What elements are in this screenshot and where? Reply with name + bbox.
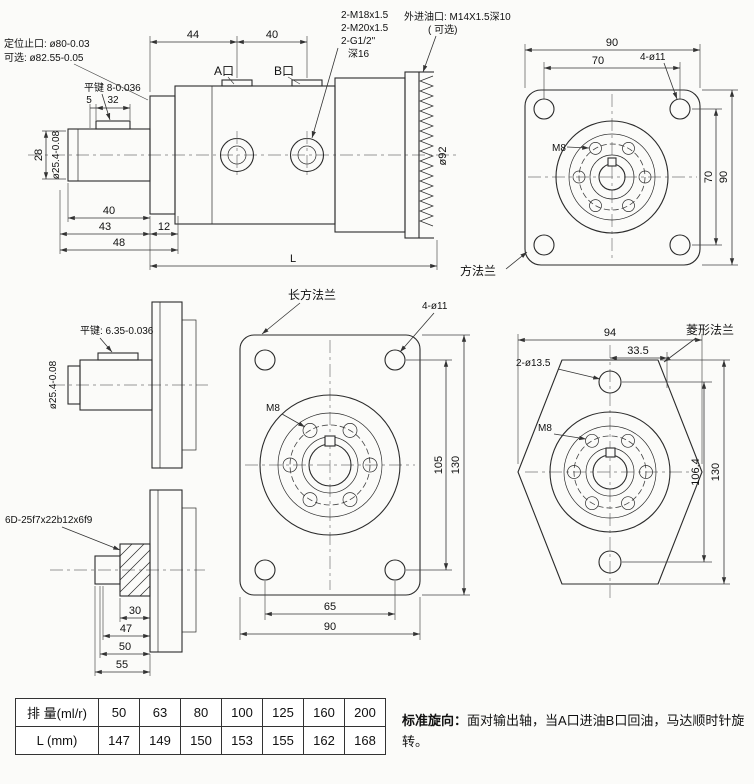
dim-47: 47 bbox=[120, 623, 132, 635]
keyway bbox=[607, 157, 617, 167]
dim-43: 43 bbox=[99, 221, 111, 233]
thread-callout-2: 2-M20x1.5 bbox=[341, 23, 389, 34]
thread-callout-3: 2-G1/2" bbox=[341, 36, 376, 47]
dim-30: 30 bbox=[129, 605, 141, 617]
table-cell: 160 bbox=[303, 698, 345, 727]
shaft-dia-label-2: ø25.4-0.08 bbox=[48, 360, 59, 409]
rear-port-plate bbox=[404, 71, 434, 239]
displacement-table: 排 量(ml/r) 50 63 80 100 125 160 200 L (mm… bbox=[15, 698, 386, 755]
body-dia-label: ø92 bbox=[437, 147, 449, 166]
dim-70-right: 70 bbox=[703, 171, 715, 183]
bolt-callout: M8 bbox=[552, 143, 566, 154]
corner-holes-callout-rect: 4-ø11 bbox=[422, 301, 448, 312]
corner-holes-callout: 4-ø11 bbox=[640, 52, 666, 63]
table-cell: 153 bbox=[221, 726, 263, 755]
dim-L: L bbox=[290, 253, 296, 265]
square-flange-outline bbox=[524, 89, 701, 266]
dim-130-diamond: 130 bbox=[710, 463, 722, 481]
square-flange-label: 方法兰 bbox=[460, 263, 496, 278]
table-cell: 168 bbox=[344, 726, 386, 755]
table-cell: 162 bbox=[303, 726, 345, 755]
thread-callout-1: 2-M18x1.5 bbox=[341, 10, 389, 21]
spline-shaft-view: 6D-25f7x22b12x6f9 30 47 50 55 bbox=[5, 489, 205, 676]
table-cell: 125 bbox=[262, 698, 304, 727]
dim-70-top: 70 bbox=[592, 55, 604, 67]
dim-94: 94 bbox=[604, 327, 616, 339]
thread-depth: 深16 bbox=[348, 48, 370, 60]
key bbox=[97, 352, 139, 361]
table-cell: 100 bbox=[221, 698, 263, 727]
diamond-flange-view: 菱形法兰 2-ø13.5 M8 94 33.5 106.4 130 bbox=[516, 323, 734, 600]
key-note-2: 平键: 6.35-0.036 bbox=[80, 324, 154, 337]
dim-40-top: 40 bbox=[266, 29, 278, 41]
dim-48: 48 bbox=[113, 237, 125, 249]
dim-90-top: 90 bbox=[606, 37, 618, 49]
rotation-note-text: 面对输出轴，当A口进油B口回油，马达顺时针旋转。 bbox=[402, 713, 745, 750]
table-cell: 63 bbox=[139, 698, 181, 727]
flange-plate bbox=[149, 489, 183, 653]
spigot-note: 定位止口: ø80-0.03 bbox=[4, 37, 90, 50]
keyway bbox=[324, 435, 336, 447]
output-shaft-keyed bbox=[67, 120, 151, 182]
shaft-dia-label: ø25.4-0.08 bbox=[51, 130, 62, 179]
rect-flange-outline bbox=[239, 334, 421, 596]
table-header-length: L (mm) bbox=[15, 726, 99, 755]
holes-callout-diamond: 2-ø13.5 bbox=[516, 358, 551, 369]
dim-44: 44 bbox=[187, 29, 199, 41]
ext-oil-port-optional: ( 可选) bbox=[428, 23, 457, 36]
dim-90-right: 90 bbox=[718, 171, 730, 183]
table-cell: 50 bbox=[98, 698, 140, 727]
table-cell: 80 bbox=[180, 698, 222, 727]
spigot-note-alt: 可选: ø82.55-0.05 bbox=[4, 51, 84, 64]
table-row: 排 量(ml/r) 50 63 80 100 125 160 200 bbox=[15, 698, 386, 727]
table-header-displacement: 排 量(ml/r) bbox=[15, 698, 99, 727]
port-a-label: A口 bbox=[214, 64, 234, 78]
dim-65: 65 bbox=[324, 601, 336, 613]
motor-body bbox=[174, 79, 336, 225]
table-cell: 150 bbox=[180, 726, 222, 755]
rotation-note-label: 标准旋向： bbox=[402, 713, 468, 728]
dim-55: 55 bbox=[116, 659, 128, 671]
rotation-note: 标准旋向：面对输出轴，当A口进油B口回油，马达顺时针旋转。 bbox=[402, 710, 748, 753]
port-b-label: B口 bbox=[274, 64, 294, 78]
rect-flange-view: 长方法兰 4-ø11 M8 105 130 65 90 bbox=[239, 287, 470, 640]
dim-28: 28 bbox=[33, 149, 45, 161]
spline-section bbox=[119, 543, 151, 597]
dim-105: 105 bbox=[433, 456, 445, 474]
table-cell: 200 bbox=[344, 698, 386, 727]
key-note: 平键 8-0.036 bbox=[84, 81, 141, 94]
ext-oil-port-note: 外进油口: M14X1.5深10 bbox=[404, 10, 511, 23]
keyed-shaft-2-view: 平键: 6.35-0.036 ø25.4-0.08 bbox=[48, 301, 208, 469]
dim-130-rect: 130 bbox=[450, 456, 462, 474]
table-cell: 147 bbox=[98, 726, 140, 755]
dim-32: 32 bbox=[107, 95, 119, 106]
dim-50: 50 bbox=[119, 641, 131, 653]
keyway bbox=[605, 447, 616, 458]
spline-spec-label: 6D-25f7x22b12x6f9 bbox=[5, 515, 93, 526]
table-cell: 149 bbox=[139, 726, 181, 755]
table-row: L (mm) 147 149 150 153 155 162 168 bbox=[15, 726, 386, 755]
bolt-callout-rect: M8 bbox=[266, 403, 280, 414]
dim-106-4: 106.4 bbox=[690, 458, 702, 486]
dim-33-5: 33.5 bbox=[627, 345, 648, 357]
table-cell: 155 bbox=[262, 726, 304, 755]
dim-5: 5 bbox=[86, 95, 92, 106]
dim-90-rect: 90 bbox=[324, 621, 336, 633]
dim-40-bottom: 40 bbox=[103, 205, 115, 217]
square-flange-view: 90 70 4-ø11 M8 70 90 方法兰 bbox=[460, 37, 738, 278]
dim-12: 12 bbox=[158, 221, 170, 233]
bolt-callout-diamond: M8 bbox=[538, 423, 552, 434]
side-view: 定位止口: ø80-0.03 可选: ø82.55-0.05 平键 8-0.03… bbox=[4, 10, 511, 270]
rect-flange-label: 长方法兰 bbox=[288, 287, 336, 302]
diamond-flange-label: 菱形法兰 bbox=[686, 323, 734, 337]
